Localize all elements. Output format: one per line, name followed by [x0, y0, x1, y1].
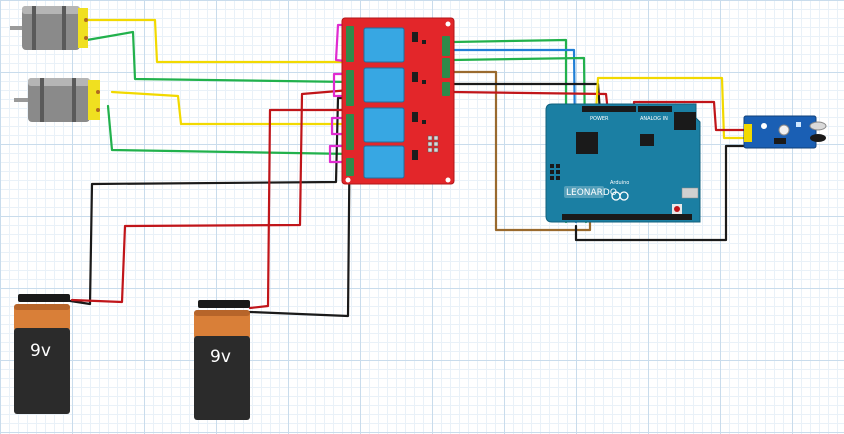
wire-motor2-yellow[interactable] — [110, 90, 354, 126]
relay-left-terminals — [346, 26, 354, 176]
wire-sensor-yellow[interactable] — [594, 76, 746, 140]
motor-shaft — [10, 26, 24, 30]
wire-relay-jumper-4[interactable] — [328, 144, 354, 164]
wire-sensor-black[interactable] — [574, 144, 746, 242]
relay-coil-1 — [363, 27, 405, 63]
battery-icon[interactable]: 9v — [14, 294, 70, 414]
infinity-logo-icon — [611, 191, 629, 201]
wire-battery1-black[interactable] — [62, 96, 354, 306]
motor-endcap — [78, 8, 88, 48]
battery-cap — [194, 310, 250, 340]
mount-hole — [445, 21, 451, 27]
power-label: POWER — [590, 116, 609, 122]
wire-battery2-red[interactable] — [248, 108, 352, 310]
relay-right-terminals — [442, 36, 450, 96]
motor-terminal — [84, 18, 88, 22]
ir-receiver — [810, 134, 826, 142]
ir-emitter — [809, 121, 827, 131]
battery-terminal-snap — [198, 300, 250, 308]
small-chip — [640, 134, 654, 146]
mount-hole — [445, 177, 451, 183]
relay-components — [412, 32, 426, 160]
analog-header — [638, 106, 672, 112]
battery-terminal-snap — [18, 294, 70, 302]
arduino-board-icon[interactable]: LEONARDO Arduino POWER ANALOG IN — [545, 103, 701, 223]
wire-motor2-green[interactable] — [106, 104, 354, 156]
motor-endcap — [88, 80, 100, 120]
wire-motor1-yellow[interactable] — [85, 18, 354, 64]
motor-body-stripe — [62, 6, 66, 50]
relay-header-pins — [427, 135, 439, 153]
analog-label: ANALOG IN — [640, 116, 668, 122]
relay-coil-4 — [363, 145, 405, 179]
motor-body-shade — [22, 6, 80, 14]
sensor-mount-hole — [761, 123, 767, 129]
motor-terminal — [84, 36, 88, 40]
relay-module-icon[interactable] — [341, 17, 455, 185]
battery-voltage-label: 9v — [210, 347, 231, 367]
battery-icon[interactable]: 9v — [194, 300, 250, 420]
motor-body-stripe — [72, 78, 76, 122]
dc-motor-icon[interactable] — [14, 78, 100, 122]
ir-sensor-icon[interactable] — [743, 115, 827, 149]
wire-motor1-green[interactable] — [85, 30, 354, 84]
dc-motor-icon[interactable] — [10, 6, 88, 50]
battery-body — [14, 328, 70, 414]
mcu-chip — [576, 132, 598, 154]
motor-body-stripe — [32, 6, 36, 50]
power-jack — [674, 112, 696, 130]
sensor-potentiometer — [778, 124, 790, 136]
sensor-pin-header — [744, 124, 752, 142]
digital-header — [562, 214, 692, 220]
motor-terminal — [96, 90, 100, 94]
mount-hole — [345, 177, 351, 183]
relay-coil-2 — [363, 67, 405, 103]
usb-port — [681, 187, 699, 199]
motor-body-stripe — [40, 78, 44, 122]
brand-plate — [564, 186, 604, 198]
wire-battery1-red[interactable] — [70, 88, 352, 304]
motor-body-shade — [28, 78, 90, 86]
motor-terminal — [96, 108, 100, 112]
battery-cap-shade — [14, 304, 70, 310]
battery-body — [194, 336, 250, 420]
icsp-header — [550, 164, 560, 180]
wire-relay-arduino-brown[interactable] — [450, 70, 592, 232]
battery-voltage-label: 9v — [30, 341, 51, 361]
board-brand: LEONARDO — [566, 188, 617, 198]
sensor-led — [796, 122, 801, 127]
power-header — [582, 106, 636, 112]
sensor-chip — [774, 138, 786, 144]
battery-cap — [14, 304, 70, 332]
reset-button-cap[interactable] — [674, 206, 680, 212]
motor-shaft — [14, 98, 30, 102]
relay-coil-3 — [363, 107, 405, 143]
battery-cap-shade — [194, 310, 250, 316]
board-maker: Arduino — [610, 180, 629, 186]
